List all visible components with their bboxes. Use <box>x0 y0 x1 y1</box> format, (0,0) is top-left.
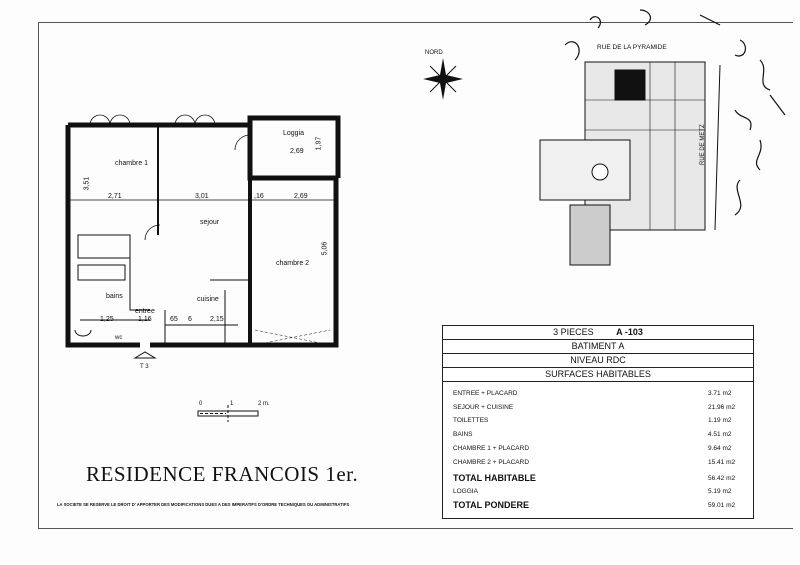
dim-5-06: 5,06 <box>321 241 329 256</box>
disclaimer: LA SOCIETE SE RESERVE LE DROIT D' APPORT… <box>57 502 350 507</box>
room-loggia: Loggia <box>283 130 305 137</box>
scale-2m: 2 m. <box>258 401 270 407</box>
dim-65: 65 <box>170 316 178 323</box>
dim-loggia-width: 2,69 <box>290 148 304 155</box>
row-label: TOTAL PONDERE <box>453 500 530 510</box>
room-cuisine: cuisine <box>197 296 219 303</box>
sheet-border <box>38 22 793 529</box>
row-value: 3.71 m2 <box>708 390 732 397</box>
room-chambre-2: chambre 2 <box>276 260 310 267</box>
batiment-row: BATIMENT A <box>443 340 753 354</box>
residence-title: RESIDENCE FRANCOIS 1er. <box>86 462 359 486</box>
row-label: SEJOUR + CUISINE <box>453 404 514 411</box>
dim-1-16: 1,16 <box>138 316 152 323</box>
dim-2-71: 2,71 <box>108 193 122 200</box>
dim-16: ,16 <box>254 193 264 200</box>
scale-bar <box>197 405 259 422</box>
total-pondere-row: TOTAL PONDERE 59.01 m2 <box>453 500 743 510</box>
handwritten-notes <box>564 9 786 216</box>
row-value: 59.01 m2 <box>708 502 736 509</box>
compass-rose-icon <box>423 58 463 100</box>
row-label: BAINS <box>453 431 473 438</box>
table-row: SEJOUR + CUISINE 21.96 m2 <box>453 404 743 411</box>
row-label: ENTREE + PLACARD <box>453 390 518 397</box>
row-label: TOTAL HABITABLE <box>453 473 536 483</box>
pieces-label: 3 PIECES <box>553 327 594 337</box>
loggia-row: LOGGIA 5.19 m2 <box>453 488 743 495</box>
row-label: CHAMBRE 2 + PLACARD <box>453 459 530 466</box>
row-label: TOILETTES <box>453 417 489 424</box>
row-value: 4.51 m2 <box>708 431 732 438</box>
row-label: CHAMBRE 1 + PLACARD <box>453 445 530 452</box>
total-habitable-row: TOTAL HABITABLE 56.42 m2 <box>453 473 743 483</box>
stair-arrow-icon <box>133 351 157 359</box>
row-value: 15.41 m2 <box>708 459 736 466</box>
scale-0: 0 <box>199 401 203 407</box>
dim-1-97: 1,97 <box>315 136 323 151</box>
surfaces-header: SURFACES HABITABLES <box>443 368 753 382</box>
dim-3-01: 3,01 <box>195 193 209 200</box>
room-chambre-1: chambre 1 <box>115 160 149 167</box>
room-bains: bains <box>106 293 123 300</box>
dim-2-69: 2,69 <box>294 193 308 200</box>
pieces-row: 3 PIECES A -103 <box>443 326 753 340</box>
table-row: BAINS 4.51 m2 <box>453 431 743 438</box>
room-entree: entree <box>135 308 155 315</box>
room-sejour: sejour <box>200 219 220 226</box>
table-row: TOILETTES 1.19 m2 <box>453 417 743 424</box>
north-label: NORD <box>425 50 443 56</box>
site-key-plan <box>539 61 721 266</box>
street-label-side: RUE DE METZ <box>700 124 706 165</box>
street-label-top: RUE DE LA PYRAMIDE <box>597 44 667 51</box>
row-value: 1.19 m2 <box>708 417 732 424</box>
row-value: 5.19 m2 <box>708 488 732 495</box>
table-row: ENTREE + PLACARD 3.71 m2 <box>453 390 743 397</box>
niveau-row: NIVEAU RDC <box>443 354 753 368</box>
room-wc: wc <box>115 335 123 341</box>
dim-3-51: 3,51 <box>83 176 91 191</box>
surface-table: 3 PIECES A -103 BATIMENT A NIVEAU RDC SU… <box>442 325 754 519</box>
row-value: 56.42 m2 <box>708 475 736 482</box>
dim-6: 6 <box>188 316 192 323</box>
row-value: 9.64 m2 <box>708 445 732 452</box>
lot-number: A -103 <box>616 327 643 337</box>
dim-2-15: 2,15 <box>210 316 224 323</box>
row-value: 21.96 m2 <box>708 404 736 411</box>
table-row: CHAMBRE 2 + PLACARD 15.41 m2 <box>453 459 743 466</box>
apartment-walls <box>65 114 341 348</box>
table-row: CHAMBRE 1 + PLACARD 9.64 m2 <box>453 445 743 452</box>
scale-1: 1 <box>230 401 234 407</box>
row-label: LOGGIA <box>453 488 478 495</box>
dim-1-25: 1,25 <box>100 316 114 323</box>
stair-label: T 3 <box>140 364 149 370</box>
